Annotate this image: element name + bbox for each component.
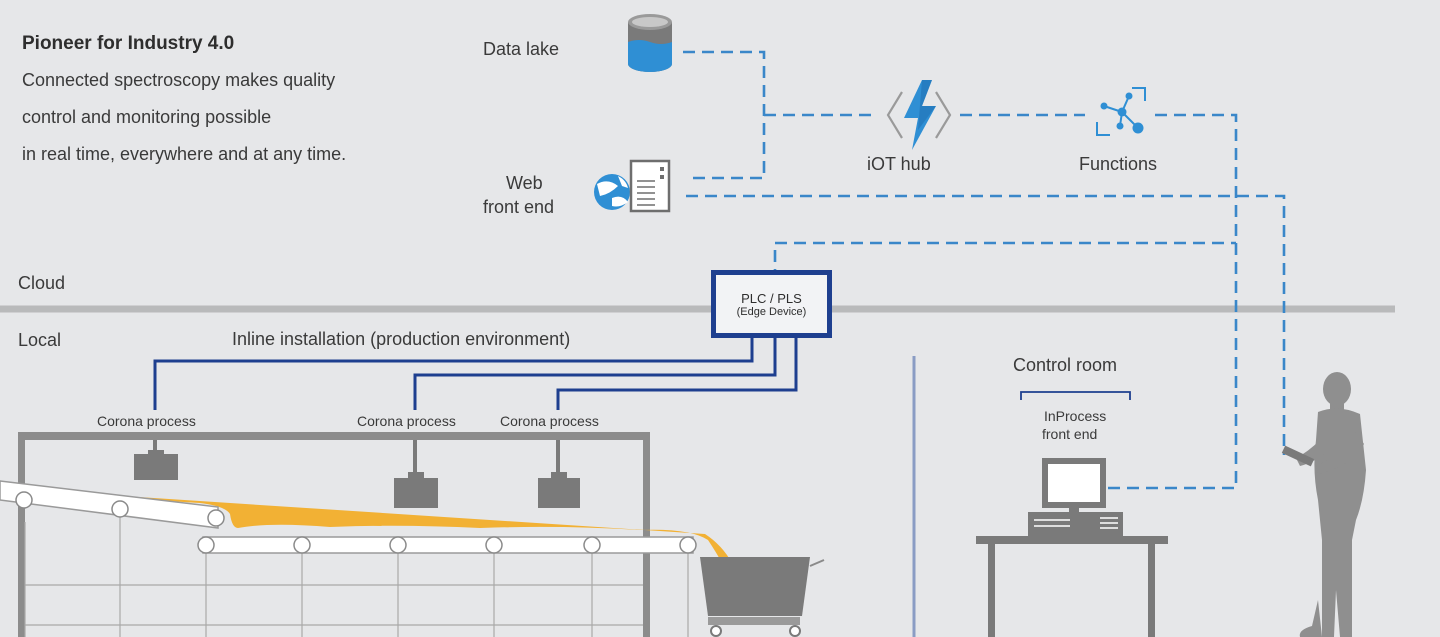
data-lake-label: Data lake [483,39,560,59]
production-frame [18,432,689,637]
local-links [153,338,798,410]
corona-label-2: Corona process [357,413,456,429]
iot-hub-label: iOT hub [867,154,931,174]
corona-label-1: Corona process [97,413,196,429]
control-room-desk [976,536,1168,637]
globe-icon [594,174,630,210]
cloud-links [683,50,1286,490]
control-room-title: Control room [1013,355,1118,375]
corona-device-1 [134,440,178,480]
functions-icon [1096,87,1146,136]
functions-label: Functions [1079,154,1158,174]
inprocess-label-line1: InProcess [1044,408,1107,424]
database-icon [628,14,672,72]
corona-device-2 [394,440,438,508]
web-front-end-label-line2: front end [483,197,555,217]
plc-label-line1: PLC / PLS [741,290,802,306]
collection-cart [700,557,825,637]
cloud-zone-label: Cloud [18,273,66,293]
iot-hub-icon [886,80,952,150]
intro-line-3: in real time, everywhere and at any time… [22,144,347,164]
link-datalake-web [683,50,766,180]
inline-installation-label: Inline installation (production environm… [232,329,571,349]
product-flow [0,485,732,563]
link-plc-corona-2 [413,338,777,410]
link-plc-corona-1 [153,338,754,410]
computer-icon [1028,458,1123,536]
local-zone-label: Local [18,330,62,350]
plc-edge-device: PLC / PLS (Edge Device) [711,270,832,338]
link-plc-corona-3 [556,338,798,410]
tablet-icon [1281,445,1315,467]
intro-line-1: Connected spectroscopy makes quality [22,70,336,90]
server-icon [629,159,671,213]
corona-label-3: Corona process [500,413,599,429]
link-functions-controlroom [1105,113,1238,490]
operator-person-icon [1296,372,1366,637]
corona-device-3 [538,440,580,508]
conveyor-belts [0,480,697,554]
link-plc-cloud [773,241,1236,281]
plc-label-line2: (Edge Device) [736,305,807,318]
control-room-bracket [1020,391,1131,400]
intro-title: Pioneer for Industry 4.0 [22,33,235,54]
link-web-operator [686,194,1286,455]
web-front-end-label-line1: Web [506,173,543,193]
inprocess-label-line2: front end [1042,426,1098,442]
intro-line-2: control and monitoring possible [22,107,272,127]
